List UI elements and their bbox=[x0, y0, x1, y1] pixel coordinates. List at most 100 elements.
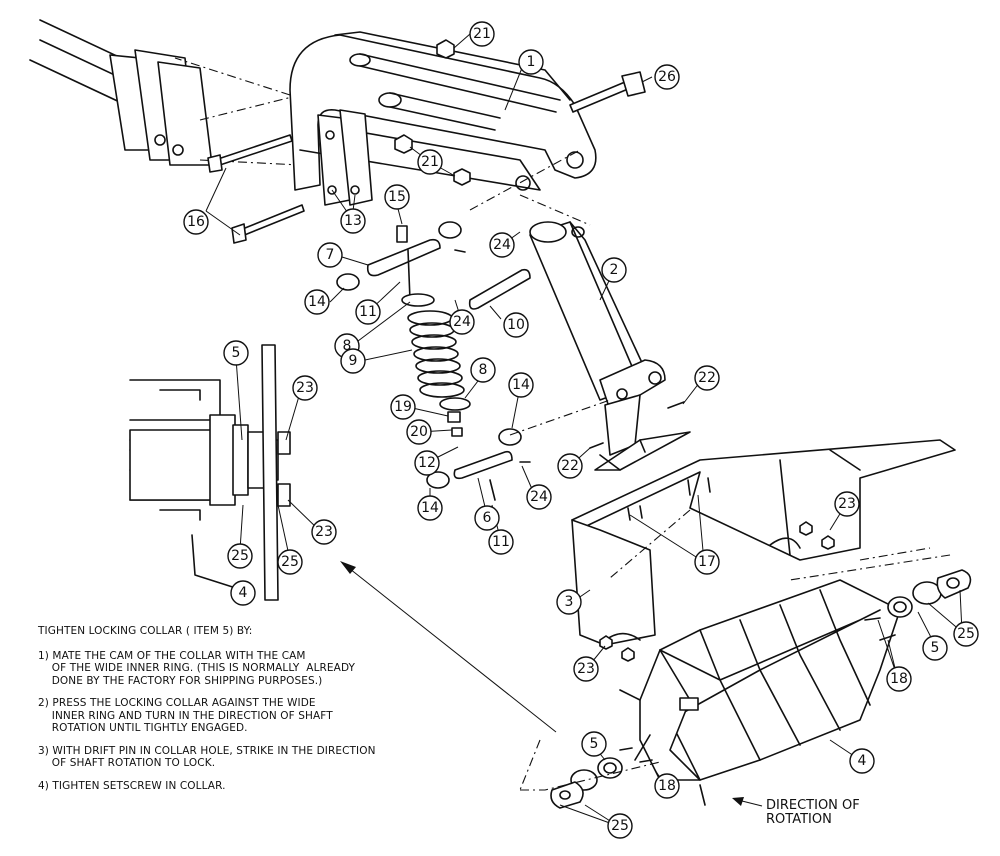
svg-text:11: 11 bbox=[359, 304, 377, 320]
svg-text:2: 2 bbox=[610, 262, 619, 278]
svg-text:20: 20 bbox=[410, 424, 428, 440]
bolts-16 bbox=[207, 134, 305, 244]
callout-19: 19 bbox=[390, 394, 416, 420]
callout-4: 4 bbox=[849, 748, 875, 774]
callout-13: 13 bbox=[340, 208, 366, 234]
callout-11-b: 11 bbox=[488, 529, 514, 555]
assembly-centerlines bbox=[174, 57, 951, 791]
svg-text:22: 22 bbox=[698, 370, 716, 386]
svg-text:5: 5 bbox=[590, 736, 599, 752]
svg-text:23: 23 bbox=[577, 661, 595, 677]
svg-text:1: 1 bbox=[527, 54, 536, 70]
svg-text:4: 4 bbox=[239, 585, 248, 601]
svg-text:12: 12 bbox=[418, 455, 436, 471]
callout-3: 3 bbox=[556, 589, 582, 615]
svg-text:15: 15 bbox=[388, 189, 406, 205]
callout-18-left: 18 bbox=[654, 773, 680, 799]
svg-text:6: 6 bbox=[483, 510, 492, 526]
svg-text:23: 23 bbox=[315, 524, 333, 540]
bolt-26 bbox=[569, 71, 646, 113]
rotation-leader bbox=[732, 797, 763, 807]
callout-8-b: 8 bbox=[470, 357, 496, 383]
svg-text:25: 25 bbox=[611, 818, 629, 834]
callout-2: 2 bbox=[601, 257, 627, 283]
svg-text:8: 8 bbox=[479, 362, 488, 378]
svg-text:22: 22 bbox=[561, 458, 579, 474]
svg-text:3: 3 bbox=[565, 594, 574, 610]
direction-of-rotation-label: DIRECTION OF ROTATION bbox=[766, 798, 860, 827]
callout-18-right: 18 bbox=[886, 666, 912, 692]
callout-20: 20 bbox=[406, 419, 432, 445]
callout-15: 15 bbox=[384, 184, 410, 210]
callout-23-left: 23 bbox=[573, 656, 599, 682]
svg-text:10: 10 bbox=[507, 317, 525, 333]
callout-23-detail-b: 23 bbox=[311, 519, 337, 545]
note-step-2: 2) PRESS THE LOCKING COLLAR AGAINST THE … bbox=[38, 697, 333, 734]
callout-25-detail-a: 25 bbox=[227, 543, 253, 569]
svg-text:14: 14 bbox=[512, 377, 530, 393]
svg-text:16: 16 bbox=[187, 214, 205, 230]
callout-16: 16 bbox=[183, 209, 209, 235]
svg-text:23: 23 bbox=[838, 496, 856, 512]
svg-text:13: 13 bbox=[344, 213, 362, 229]
callout-9: 9 bbox=[340, 348, 366, 374]
svg-text:14: 14 bbox=[308, 294, 326, 310]
spring-assembly bbox=[336, 221, 531, 501]
callout-21-a: 21 bbox=[469, 21, 495, 47]
svg-text:5: 5 bbox=[232, 345, 241, 361]
callout-25-detail-b: 25 bbox=[277, 549, 303, 575]
note-step-3: 3) WITH DRIFT PIN IN COLLAR HOLE, STRIKE… bbox=[38, 744, 376, 770]
callout-10: 10 bbox=[503, 312, 529, 338]
svg-text:23: 23 bbox=[296, 380, 314, 396]
svg-text:26: 26 bbox=[658, 69, 676, 85]
callout-25-left: 25 bbox=[607, 813, 633, 839]
svg-text:4: 4 bbox=[858, 753, 867, 769]
svg-text:21: 21 bbox=[421, 154, 439, 170]
callout-21-b: 21 bbox=[417, 149, 443, 175]
callout-17: 17 bbox=[694, 549, 720, 575]
detail-arrow bbox=[340, 561, 557, 733]
hood bbox=[571, 439, 956, 646]
svg-text:25: 25 bbox=[281, 554, 299, 570]
paddle-roller bbox=[619, 579, 901, 806]
callout-22-a: 22 bbox=[694, 365, 720, 391]
svg-text:8: 8 bbox=[343, 338, 352, 354]
svg-text:9: 9 bbox=[349, 353, 358, 369]
svg-text:25: 25 bbox=[957, 626, 975, 642]
callout-25-right: 25 bbox=[953, 621, 979, 647]
svg-text:21: 21 bbox=[473, 26, 491, 42]
nuts-21 bbox=[394, 39, 471, 186]
callout-24-b: 24 bbox=[449, 309, 475, 335]
spring-plates bbox=[317, 109, 373, 206]
small-bolts-23 bbox=[589, 401, 835, 662]
instruction-note: TIGHTEN LOCKING COLLAR ( ITEM 5) BY: 1) … bbox=[38, 625, 478, 802]
callout-23-detail-a: 23 bbox=[292, 375, 318, 401]
callout-24-a: 24 bbox=[489, 232, 515, 258]
svg-text:17: 17 bbox=[698, 554, 716, 570]
bearing-detail-view bbox=[129, 344, 291, 601]
callout-23-right: 23 bbox=[834, 491, 860, 517]
svg-text:24: 24 bbox=[530, 489, 548, 505]
svg-text:19: 19 bbox=[394, 399, 412, 415]
note-step-1: 1) MATE THE CAM OF THE COLLAR WITH THE C… bbox=[38, 649, 356, 687]
callout-7: 7 bbox=[317, 242, 343, 268]
tongue-plates bbox=[29, 19, 301, 166]
bearing-set-right bbox=[864, 569, 972, 641]
callout-6: 6 bbox=[474, 505, 500, 531]
callout-4-detail: 4 bbox=[230, 580, 256, 606]
svg-text:24: 24 bbox=[493, 237, 511, 253]
note-heading: TIGHTEN LOCKING COLLAR ( ITEM 5) BY: bbox=[38, 625, 253, 637]
callout-14-a: 14 bbox=[304, 289, 330, 315]
arm bbox=[529, 221, 691, 471]
callout-5-right: 5 bbox=[922, 635, 948, 661]
callout-24-c: 24 bbox=[526, 484, 552, 510]
callout-14-b: 14 bbox=[508, 372, 534, 398]
callout-11-a: 11 bbox=[355, 299, 381, 325]
callout-22-b: 22 bbox=[557, 453, 583, 479]
svg-text:18: 18 bbox=[890, 671, 908, 687]
svg-text:25: 25 bbox=[231, 548, 249, 564]
callout-1: 1 bbox=[518, 49, 544, 75]
callout-5-detail: 5 bbox=[223, 340, 249, 366]
callout-14-c: 14 bbox=[417, 495, 443, 521]
